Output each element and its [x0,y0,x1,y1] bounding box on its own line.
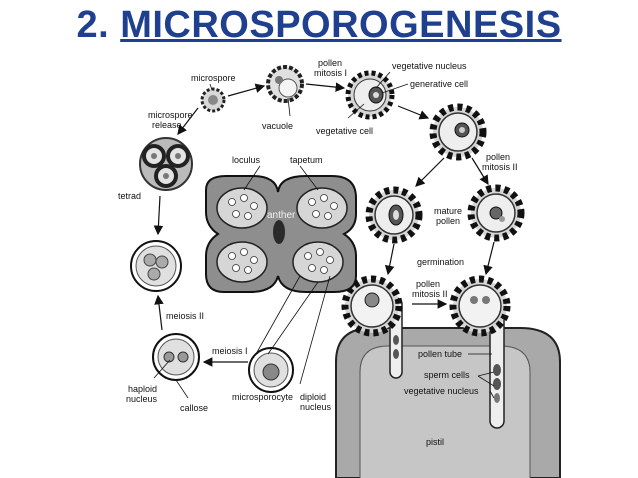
pollen-mitosis-one-cell [345,70,395,120]
label-sperm-cells: sperm cells [424,370,470,380]
title-link[interactable]: MICROSPOROGENESIS [120,4,562,46]
label-meiosis-1: meiosis I [212,346,248,356]
label-diploid-nucleus-line2: nucleus [300,402,332,412]
locule-bottom-right [292,241,344,283]
label-pollen-mitosis-2-bottom-line1: pollen [416,279,440,289]
vacuolated-microspore [266,65,304,103]
label-vegetative-nucleus-top: vegetative nucleus [392,61,467,71]
mature-pollen-right [467,184,525,242]
label-microspore-release-line2: release [152,120,182,130]
label-pistil: pistil [426,437,444,447]
label-generative-cell: generative cell [410,79,468,89]
label-microsporocyte: microsporocyte [232,392,293,402]
mature-pollen-left [365,186,423,244]
label-vegetative-cell: vegetative cell [316,126,373,136]
microspore-cell [200,87,226,113]
label-vacuole: vacuole [262,121,293,131]
tetrad [139,137,193,191]
label-pollen-mitosis-1-line2: mitosis I [314,68,347,78]
bicellular-pollen [429,103,487,161]
dyad-cell [130,240,182,292]
germinating-pollen-right [449,275,511,337]
label-pollen-mitosis-2-bottom-line2: mitosis II [412,289,448,299]
label-locules: loculus [232,155,261,165]
label-meiosis-2: meiosis II [166,311,204,321]
anther-cross-section [205,175,357,293]
title-number: 2. [76,4,110,46]
label-pollen-mitosis-2-right-line1: pollen [486,152,510,162]
label-microspore-release-line1: microspore [148,110,193,120]
label-pollen-tube: pollen tube [418,349,462,359]
label-germination: germination [417,257,464,267]
locule-top-left [216,187,268,229]
pistil [335,297,561,478]
label-pollen-mitosis-1-line1: pollen [318,58,342,68]
label-vegetative-nucleus-bottom: vegetative nucleus [404,386,479,396]
label-haploid-nucleus-line2: nucleus [126,394,158,404]
cycle-arrows [153,82,495,367]
label-mature-pollen-line1: mature [434,206,462,216]
label-haploid-nucleus-line1: haploid [128,384,157,394]
leader-lines [153,71,495,399]
label-tetrad: tetrad [118,191,141,201]
label-tapetum: tapetum [290,155,323,165]
label-callose: callose [180,403,208,413]
label-pollen-mitosis-2-right-line2: mitosis II [482,162,518,172]
microsporocyte [248,347,294,393]
label-anther: anther [267,210,296,221]
locule-top-right [296,187,348,229]
label-mature-pollen-line2: pollen [436,216,460,226]
locule-bottom-left [216,241,268,283]
germinating-pollen-left [341,275,403,337]
label-microspore: microspore [191,73,236,83]
haploid-cell [152,333,200,381]
page-title: 2. MICROSPOROGENESIS [0,4,638,47]
label-diploid-nucleus-line1: diploid [300,392,326,402]
